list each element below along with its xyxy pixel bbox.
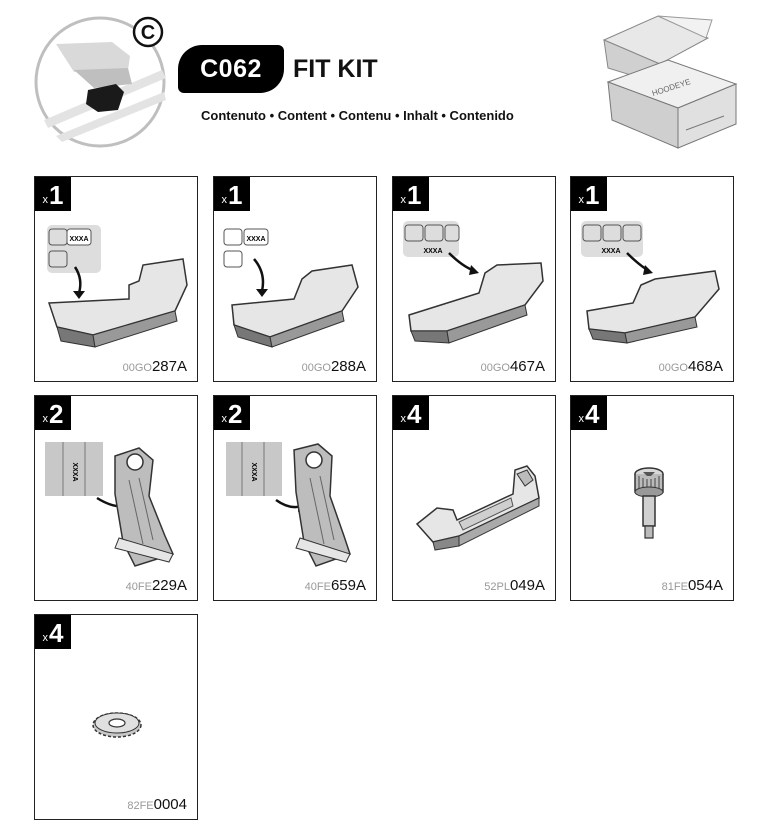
qty-number: 4 bbox=[407, 399, 422, 429]
code-prefix: 40FE bbox=[304, 581, 331, 593]
code-prefix: 81FE bbox=[661, 581, 688, 593]
code-number: 049A bbox=[509, 577, 545, 594]
qty-number: 2 bbox=[49, 399, 64, 429]
code-prefix: 00GO bbox=[658, 362, 688, 374]
stamp-label: XXXA bbox=[601, 248, 620, 255]
qty-number: 1 bbox=[228, 180, 243, 210]
code-prefix: 52PL bbox=[484, 581, 510, 593]
foot-pad-right-long-icon: XXXA bbox=[581, 221, 720, 344]
code-prefix: 00GO bbox=[480, 362, 510, 374]
foot-pad-right-icon: XXXA bbox=[223, 228, 359, 348]
part-code: 00GO467A bbox=[481, 358, 545, 375]
qty-number: 4 bbox=[585, 399, 600, 429]
code-number: 467A bbox=[509, 358, 545, 375]
stamp-label: XXXA bbox=[250, 462, 257, 481]
qty-prefix: x bbox=[400, 413, 407, 425]
part-code: 82FE0004 bbox=[127, 796, 187, 813]
code-number: 054A bbox=[687, 577, 723, 594]
part-code: 81FE054A bbox=[662, 577, 723, 594]
bracket-right-icon: XXXA bbox=[226, 442, 351, 567]
part-code: 52PL049A bbox=[484, 577, 545, 594]
circle-letter: C bbox=[141, 22, 155, 44]
code-number: 0004 bbox=[153, 796, 187, 813]
foot-pad-left-icon: XXXA bbox=[47, 225, 188, 348]
qty-number: 1 bbox=[585, 180, 600, 210]
bracket-left-icon: XXXA bbox=[45, 442, 175, 567]
code-prefix: 82FE bbox=[127, 800, 154, 812]
roof-foot-illustration: C bbox=[34, 16, 166, 148]
qty-prefix: x bbox=[578, 194, 585, 206]
foot-pad-left-long-icon: XXXA bbox=[403, 221, 544, 344]
code-number: 468A bbox=[687, 358, 723, 375]
code-prefix: 40FE bbox=[125, 581, 152, 593]
qty-prefix: x bbox=[221, 194, 228, 206]
qty-prefix: x bbox=[42, 194, 49, 206]
part-code: 00GO288A bbox=[302, 358, 366, 375]
code-prefix: 00GO bbox=[122, 362, 152, 374]
part-code: 40FE659A bbox=[305, 577, 366, 594]
knurled-screw-icon bbox=[634, 467, 664, 539]
qty-prefix: x bbox=[221, 413, 228, 425]
code-number: 659A bbox=[330, 577, 366, 594]
qty-prefix: x bbox=[42, 413, 49, 425]
qty-prefix: x bbox=[42, 632, 49, 644]
kit-code-badge: C062 bbox=[178, 45, 284, 93]
contents-line: Contenuto • Content • Contenu • Inhalt •… bbox=[201, 108, 514, 123]
kit-title: FIT KIT bbox=[293, 55, 378, 83]
code-number: 287A bbox=[151, 358, 187, 375]
lock-washer-icon bbox=[92, 712, 142, 738]
code-number: 229A bbox=[151, 577, 187, 594]
part-code: 00GO468A bbox=[659, 358, 723, 375]
stamp-label: XXXA bbox=[246, 236, 265, 243]
qty-prefix: x bbox=[578, 413, 585, 425]
stamp-label: XXXA bbox=[71, 462, 78, 481]
qty-prefix: x bbox=[400, 194, 407, 206]
part-code: 00GO287A bbox=[123, 358, 187, 375]
packaging-box-illustration: HOODEYE bbox=[602, 15, 738, 149]
kit-code: C062 bbox=[200, 54, 262, 83]
code-prefix: 00GO bbox=[301, 362, 331, 374]
qty-number: 2 bbox=[228, 399, 243, 429]
qty-number: 4 bbox=[49, 618, 64, 648]
stamp-label: XXXA bbox=[69, 236, 88, 243]
qty-number: 1 bbox=[407, 180, 422, 210]
stamp-label: XXXA bbox=[423, 248, 442, 255]
holder-clip-icon bbox=[415, 465, 540, 551]
part-code: 40FE229A bbox=[126, 577, 187, 594]
code-number: 288A bbox=[330, 358, 366, 375]
qty-number: 1 bbox=[49, 180, 64, 210]
